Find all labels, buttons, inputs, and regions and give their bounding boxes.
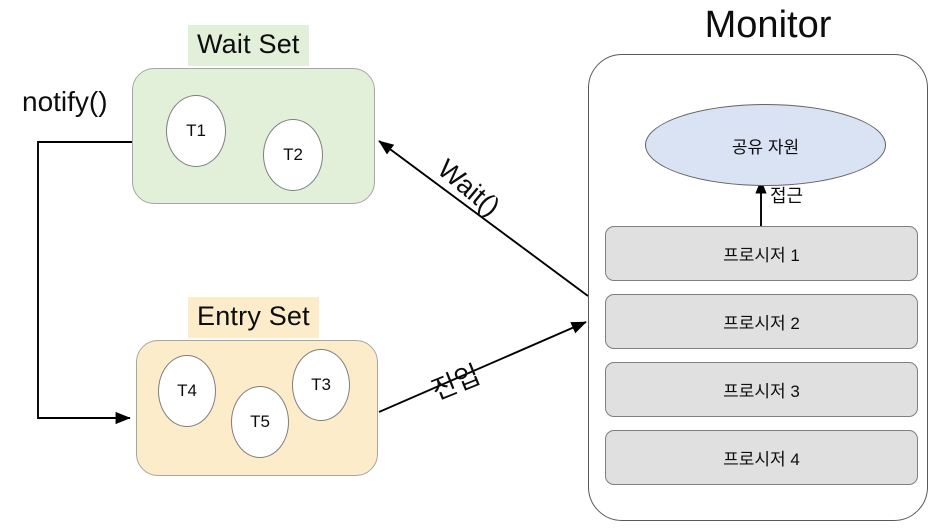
- entry-set-label: Entry Set: [188, 297, 319, 338]
- thread-label: T1: [186, 121, 206, 140]
- procedure-label: 프로시저 3: [723, 382, 800, 401]
- wait-connector: [378, 140, 589, 297]
- thread-t1: T1: [166, 95, 226, 167]
- procedure-label: 프로시저 2: [723, 314, 800, 333]
- procedure-box-3: 프로시저 3: [605, 362, 918, 417]
- thread-label: T5: [250, 412, 270, 431]
- notify-connector: [37, 141, 132, 425]
- procedure-box-4: 프로시저 4: [605, 430, 918, 485]
- procedure-box-2: 프로시저 2: [605, 294, 918, 349]
- procedure-label: 프로시저 4: [723, 450, 800, 469]
- thread-t4: T4: [158, 355, 216, 427]
- access-label: 접근: [770, 186, 804, 206]
- wait-set-label: Wait Set: [188, 25, 309, 66]
- procedure-label: 프로시저 1: [723, 246, 800, 265]
- thread-t5: T5: [231, 386, 289, 458]
- thread-label: T3: [311, 375, 331, 394]
- thread-label: T4: [177, 381, 197, 400]
- procedure-box-1: 프로시저 1: [605, 226, 918, 281]
- shared-resource-label: 공유 자원: [731, 137, 800, 157]
- shared-resource-ellipse: 공유 자원: [645, 104, 886, 186]
- enter-connector: [378, 321, 587, 413]
- thread-t3: T3: [292, 349, 350, 421]
- thread-t2: T2: [263, 119, 323, 191]
- notify-label: notify(): [22, 86, 108, 117]
- thread-label: T2: [283, 145, 303, 164]
- monitor-box: [588, 54, 928, 521]
- monitor-title: Monitor: [704, 4, 832, 46]
